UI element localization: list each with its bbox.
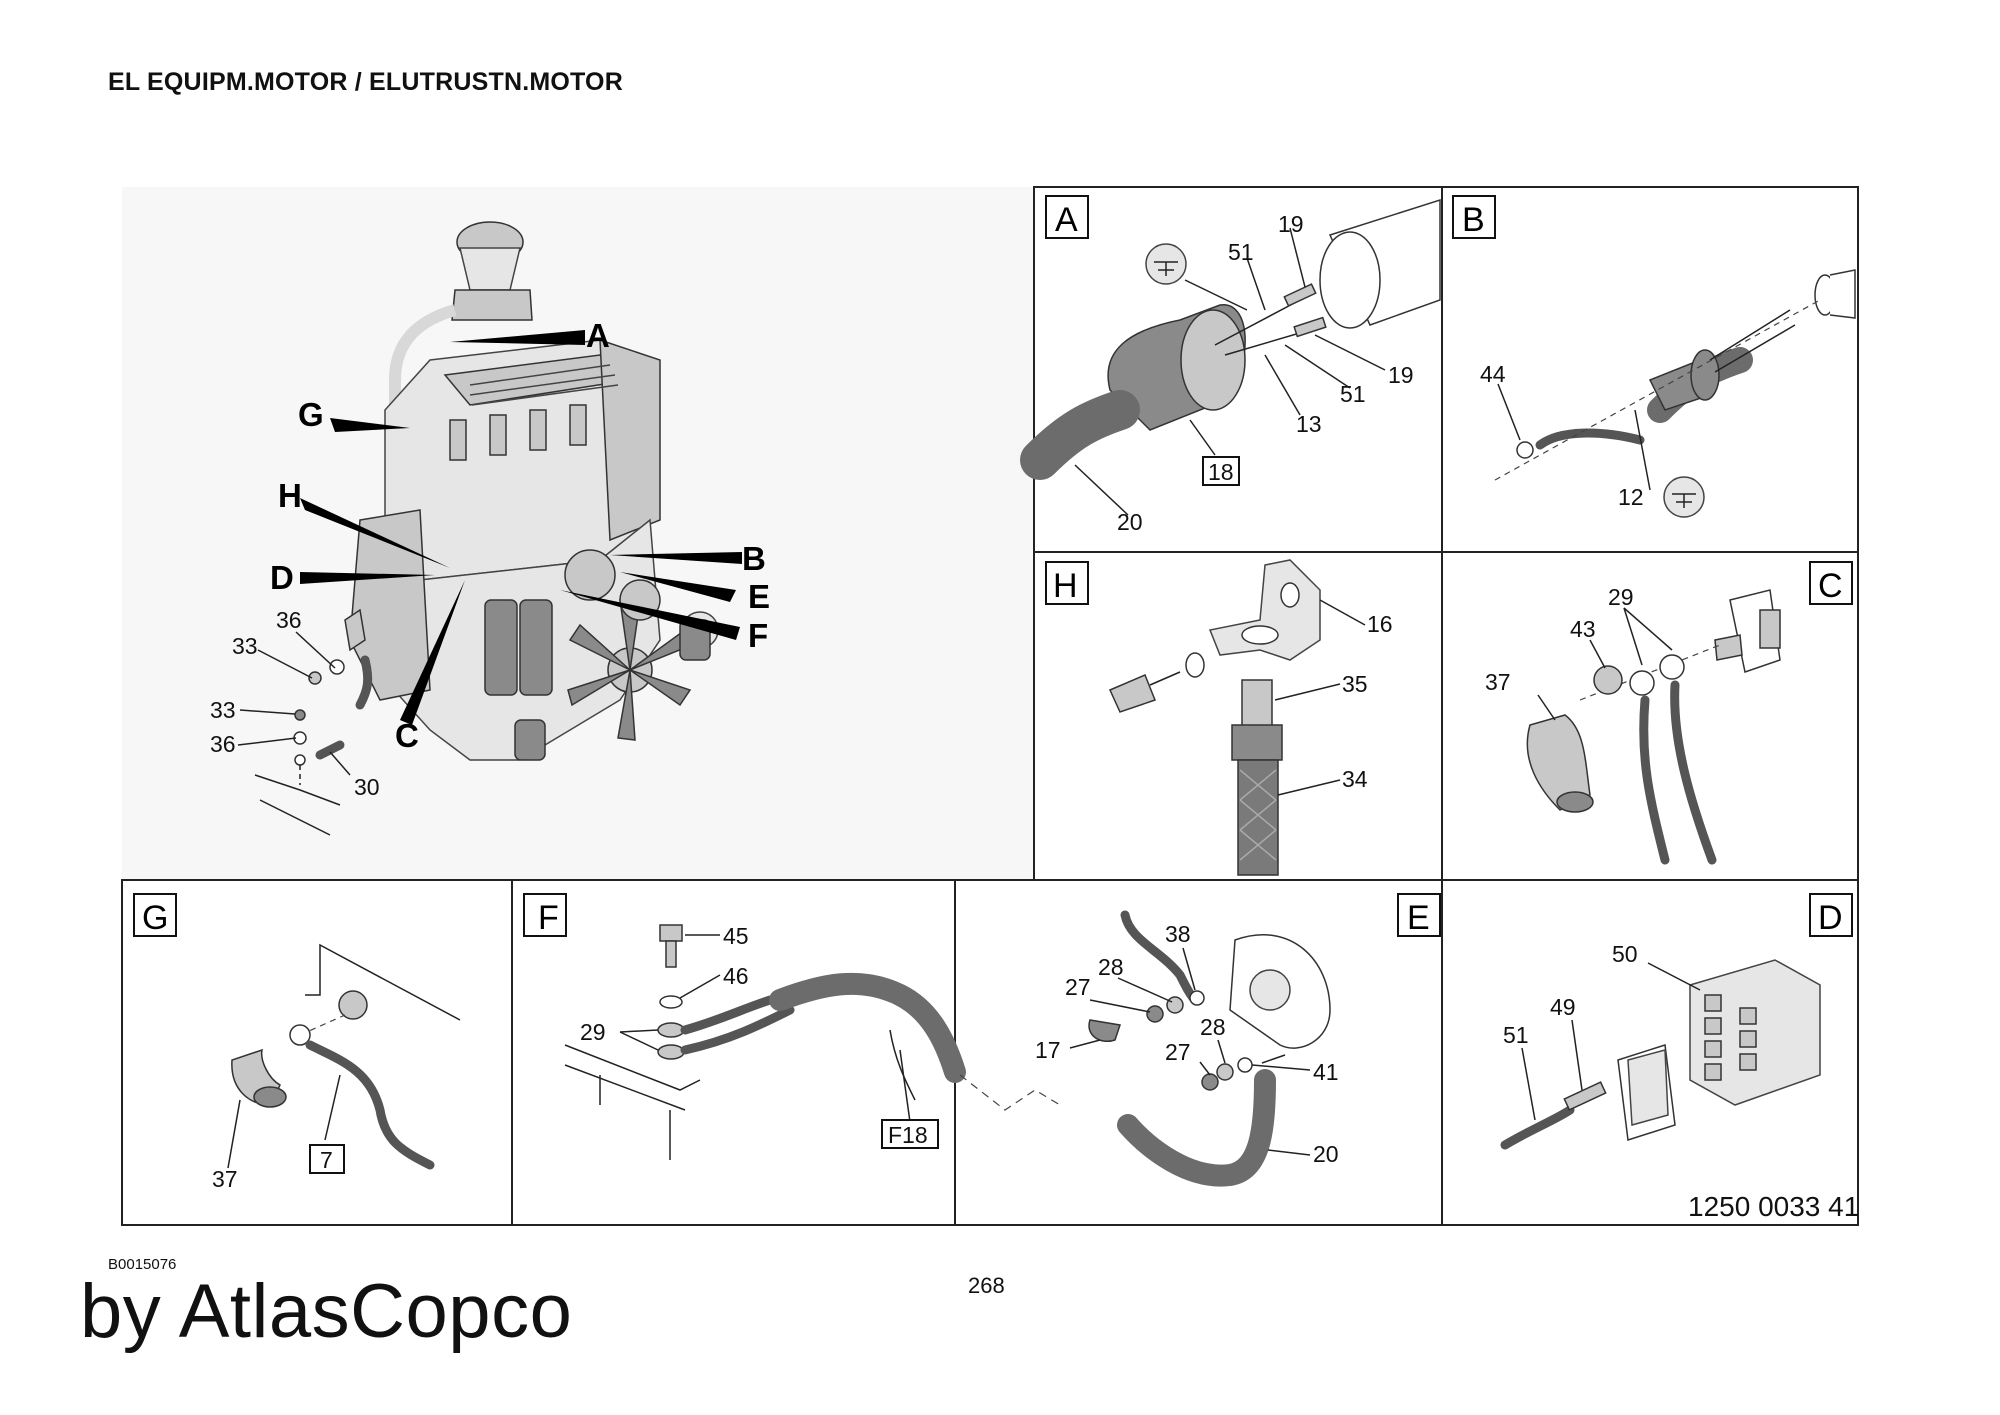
panel-letter-F: F — [538, 899, 559, 937]
part-label: 30 — [354, 774, 380, 800]
part-label: 27 — [1065, 974, 1091, 1000]
part-label: 36 — [276, 607, 302, 633]
part-label: 44 — [1480, 361, 1506, 387]
panel-E: E 38 28 27 17 28 27 41 20 — [959, 893, 1441, 1187]
part-label: 37 — [1485, 669, 1511, 695]
panel-B: B 44 12 — [1452, 195, 1856, 518]
panel-letter-G: G — [142, 899, 168, 937]
part-label: 51 — [1503, 1022, 1529, 1048]
panel-letter-A: A — [1055, 201, 1078, 239]
part-label: 13 — [1296, 411, 1322, 437]
part-label: 36 — [210, 731, 236, 757]
page-number: 268 — [968, 1273, 1005, 1298]
part-label: 43 — [1570, 616, 1596, 642]
part-label: 28 — [1200, 1014, 1226, 1040]
part-label-boxed: 18 — [1208, 459, 1234, 485]
panel-C: C 29 43 37 — [1485, 561, 1853, 865]
panel-F: F 45 46 29 F18 — [523, 893, 966, 1160]
part-label: 17 — [1035, 1037, 1061, 1063]
part-label: 34 — [1342, 766, 1368, 792]
panel-letter-H: H — [1053, 567, 1078, 605]
callout-H: H — [278, 477, 302, 514]
part-label-boxed: 7 — [320, 1147, 333, 1173]
part-label: 45 — [723, 923, 749, 949]
part-label: 41 — [1313, 1059, 1339, 1085]
callout-B: B — [742, 540, 766, 577]
callout-F: F — [748, 617, 768, 654]
part-label: 37 — [212, 1166, 238, 1192]
part-label: 50 — [1612, 941, 1638, 967]
part-label: 33 — [210, 697, 236, 723]
callout-G: G — [298, 396, 324, 433]
part-label: 51 — [1340, 381, 1366, 407]
part-label: 33 — [232, 633, 258, 659]
part-label: 16 — [1367, 611, 1393, 637]
part-label: 38 — [1165, 921, 1191, 947]
part-label: 49 — [1550, 994, 1576, 1020]
part-label: 27 — [1165, 1039, 1191, 1065]
document-code: B0015076 — [108, 1256, 177, 1273]
panel-letter-D: D — [1818, 899, 1843, 937]
part-label: 51 — [1228, 239, 1254, 265]
panel-H: H 16 35 34 — [1045, 559, 1393, 876]
part-label: 12 — [1618, 484, 1644, 510]
panel-A: A 19 51 19 51 13 — [1020, 195, 1441, 535]
callout-E: E — [748, 578, 770, 615]
part-label: 46 — [723, 963, 749, 989]
page-title: EL EQUIPM.MOTOR / ELUTRUSTN.MOTOR — [108, 68, 623, 96]
panel-letter-B: B — [1462, 201, 1485, 239]
figure-number: 1250 0033 41 — [1688, 1191, 1859, 1222]
panel-G: G 37 7 — [133, 893, 461, 1192]
panel-frames — [121, 186, 1859, 1226]
part-label: 19 — [1388, 362, 1414, 388]
part-label: 29 — [1608, 584, 1634, 610]
panel-letter-C: C — [1818, 567, 1843, 605]
part-label: 29 — [580, 1019, 606, 1045]
part-label: 20 — [1313, 1141, 1339, 1167]
part-label-boxed: F18 — [888, 1122, 928, 1148]
callout-A: A — [586, 317, 610, 354]
panel-D: D 50 49 51 1250 0033 41 — [1500, 893, 1859, 1222]
brand-text: by AtlasCopco — [80, 1269, 573, 1354]
part-label: 19 — [1278, 211, 1304, 237]
callout-D: D — [270, 559, 294, 596]
panel-letter-E: E — [1407, 899, 1430, 937]
callout-C: C — [395, 717, 419, 754]
main-engine-view: A G H D B E F C 36 33 33 36 30 — [122, 187, 1034, 880]
part-label: 28 — [1098, 954, 1124, 980]
part-label: 20 — [1117, 509, 1143, 535]
part-label: 35 — [1342, 671, 1368, 697]
